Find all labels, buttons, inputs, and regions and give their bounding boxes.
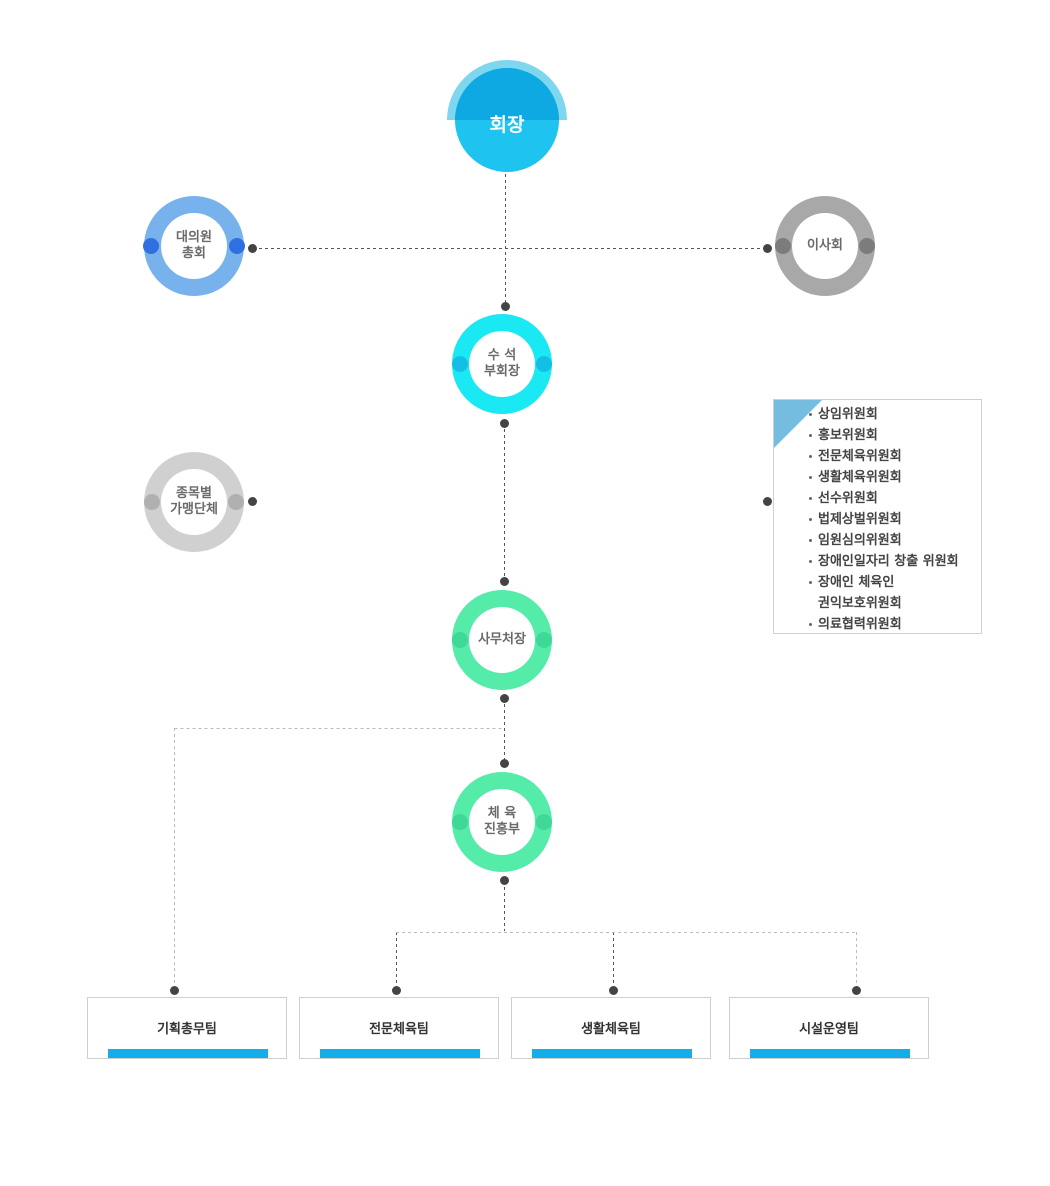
senior-vp-label-2: 부회장 (484, 364, 520, 379)
connector-dot (500, 577, 509, 586)
senior-vp-label-1: 수 석 (487, 348, 517, 363)
connector-dot (501, 302, 510, 311)
president-label: 회장 (489, 114, 525, 136)
connector-dot (248, 497, 257, 506)
knob-left (143, 238, 159, 254)
committee-item[interactable]: 의료협력위원회 (809, 614, 981, 633)
team-label: 기획총무팀 (157, 1022, 217, 1037)
committee-corner-accent (774, 400, 822, 448)
connector-dot (248, 244, 257, 253)
committee-item[interactable]: 생활체육위원회 (809, 467, 981, 488)
team-accent-bar (320, 1049, 480, 1058)
committee-item[interactable]: 법제상벌위원회 (809, 509, 981, 530)
committee-item[interactable]: 선수위원회 (809, 488, 981, 509)
board-label: 이사회 (807, 238, 843, 253)
team-accent-bar (750, 1049, 910, 1058)
connector-dot (500, 876, 509, 885)
connector-dot (852, 986, 861, 995)
committee-item[interactable]: 장애인 체육인 권익보호위원회 (809, 572, 981, 614)
knob-left (452, 632, 468, 648)
team-accent-bar (532, 1049, 692, 1058)
knob-right (536, 814, 552, 830)
general-assembly-label-2: 총회 (182, 246, 206, 261)
knob-left (452, 814, 468, 830)
sports-dept-label-1: 체 육 (487, 806, 517, 821)
committee-item[interactable]: 홍보위원회 (809, 425, 981, 446)
knob-right (859, 238, 875, 254)
knob-left (144, 494, 160, 510)
general-assembly-label-1: 대의원 (176, 230, 212, 245)
team-label: 생활체육팀 (581, 1022, 641, 1037)
team-label: 전문체육팀 (369, 1022, 429, 1037)
general-assembly-node[interactable]: 대의원 총회 (143, 196, 245, 296)
member-orgs-label-2: 가맹단체 (170, 502, 218, 517)
connector-dot (392, 986, 401, 995)
connector-dot (170, 986, 179, 995)
team-label: 시설운영팀 (799, 1022, 859, 1037)
sports-dept-node[interactable]: 체 육 진흥부 (452, 772, 552, 872)
connector-dot (500, 694, 509, 703)
board-node[interactable]: 이사회 (775, 196, 875, 296)
president-node[interactable]: 회장 (447, 60, 567, 174)
secretary-general-node[interactable]: 사무처장 (452, 590, 552, 690)
sports-dept-label-2: 진흥부 (484, 822, 520, 837)
connector-dot (500, 759, 509, 768)
team-accent-bar (108, 1049, 268, 1058)
team-box-planning[interactable]: 기획총무팀 (87, 997, 287, 1059)
committee-item[interactable]: 장애인일자리 창출 위원회 (809, 551, 981, 572)
connector-dot (763, 497, 772, 506)
committee-item[interactable]: 상임위원회 (809, 404, 981, 425)
knob-left (452, 356, 468, 372)
knob-right (536, 632, 552, 648)
committee-list: 상임위원회 홍보위원회 전문체육위원회 생활체육위원회 선수위원회 법제상벌위원… (774, 400, 981, 633)
committee-list-box: 상임위원회 홍보위원회 전문체육위원회 생활체육위원회 선수위원회 법제상벌위원… (773, 399, 982, 634)
knob-left (775, 238, 791, 254)
secretary-general-label: 사무처장 (478, 632, 526, 647)
connector-dot (763, 244, 772, 253)
committee-item[interactable]: 전문체육위원회 (809, 446, 981, 467)
team-box-elite-sports[interactable]: 전문체육팀 (299, 997, 499, 1059)
team-box-facilities[interactable]: 시설운영팀 (729, 997, 929, 1059)
committee-item[interactable]: 임원심의위원회 (809, 530, 981, 551)
team-box-community-sports[interactable]: 생활체육팀 (511, 997, 711, 1059)
knob-right (228, 494, 244, 510)
senior-vp-node[interactable]: 수 석 부회장 (452, 314, 552, 414)
president-circle (455, 68, 559, 172)
member-orgs-node[interactable]: 종목별 가맹단체 (144, 452, 244, 552)
connector-dot (609, 986, 618, 995)
knob-right (229, 238, 245, 254)
connector-dot (500, 419, 509, 428)
member-orgs-label-1: 종목별 (176, 486, 212, 501)
knob-right (536, 356, 552, 372)
